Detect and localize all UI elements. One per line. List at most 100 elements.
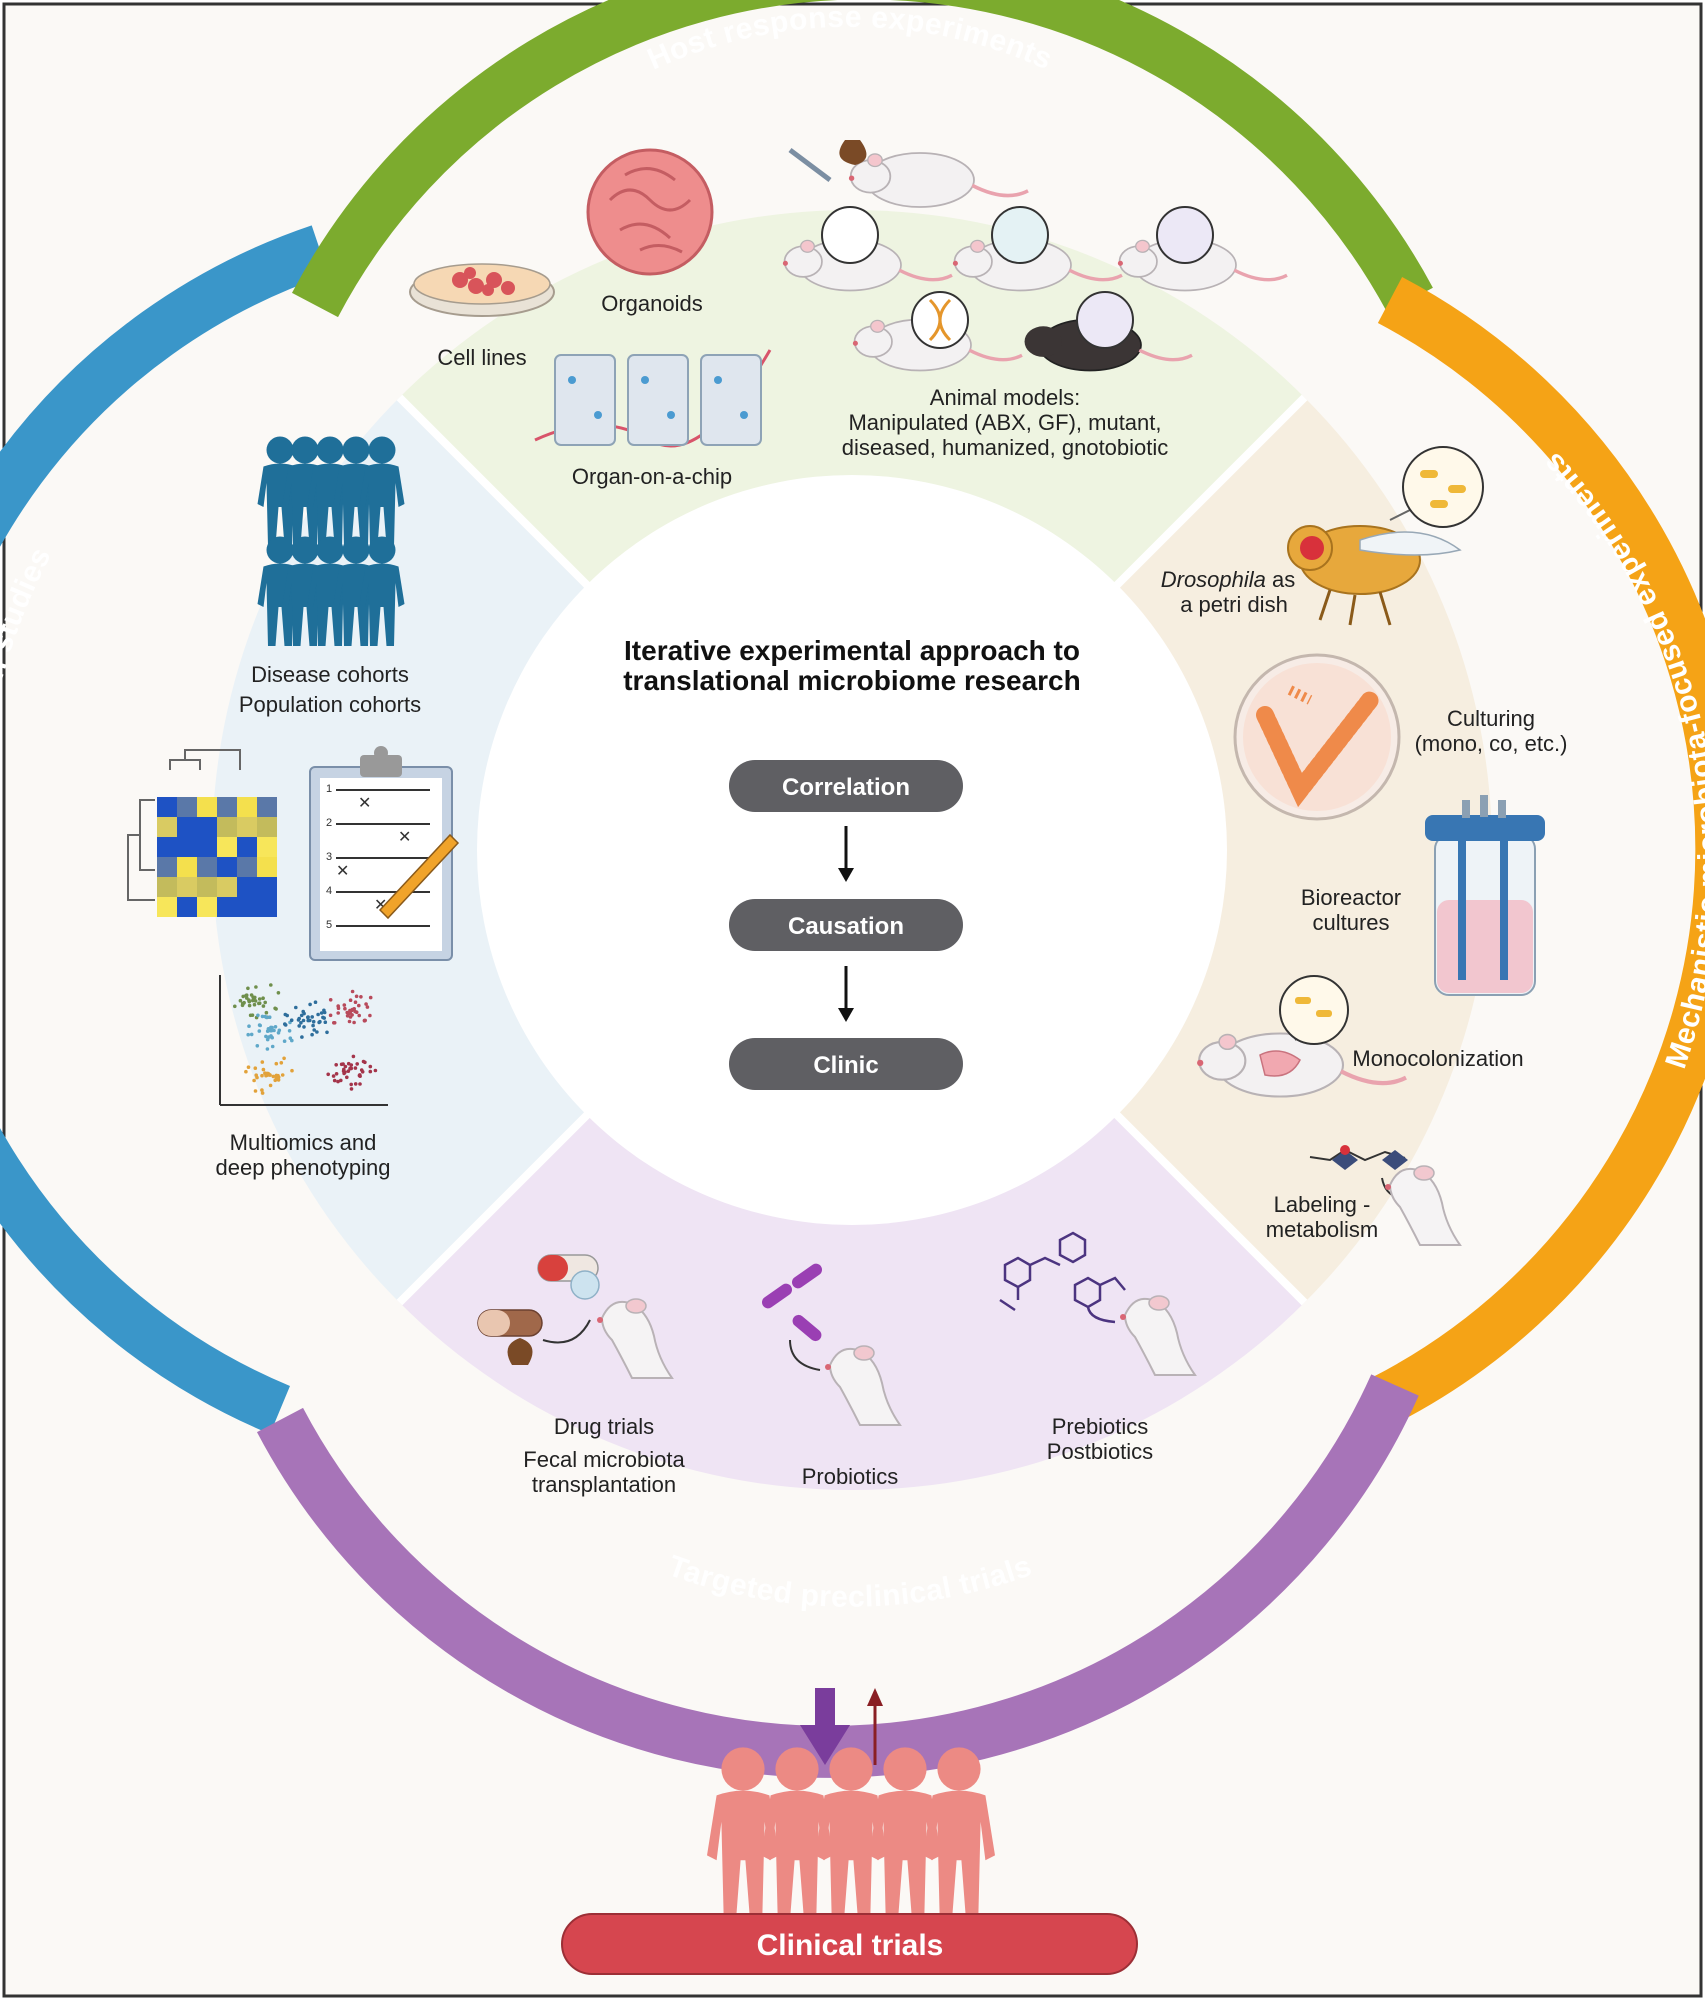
scatter-dot (256, 1013, 260, 1018)
heatmap-cells (157, 797, 277, 917)
organoids-icon (586, 148, 714, 276)
probiotics-icon (761, 1263, 901, 1426)
scatter-dot (257, 1029, 262, 1033)
scatter-dot (294, 1005, 298, 1010)
label-drosophila-as: as (1266, 567, 1295, 592)
translation-arrows (800, 1688, 883, 1765)
scatter-dot (310, 1032, 314, 1037)
scatter-dot (244, 993, 249, 997)
syringe-icon (788, 148, 832, 182)
scatter-dot (332, 1078, 337, 1083)
scatter-dot (276, 1031, 281, 1035)
scatter-dot (312, 1028, 317, 1032)
label-population-cohorts: Population cohorts (239, 692, 421, 717)
check-mark-2: ✕ (398, 829, 411, 846)
scatter-dot (315, 1030, 319, 1034)
scatter-dot (297, 1024, 302, 1028)
animal-models-icons (781, 140, 1289, 373)
scatter-dot (260, 1088, 264, 1092)
heatmap-cell (177, 857, 197, 877)
prebiotics-molecule-icon (999, 1231, 1126, 1324)
label-culturing-2: (mono, co, etc.) (1415, 731, 1568, 756)
scatter-dot (244, 1069, 248, 1074)
scatter-dot (347, 1019, 352, 1024)
scatter-dot (363, 1060, 367, 1065)
heatmap-cell (157, 817, 177, 837)
scatter-dot (253, 999, 258, 1003)
scatter-dot (288, 1036, 293, 1040)
up-arrow-icon (867, 1688, 883, 1706)
scatter-dot (336, 1079, 340, 1084)
scatter-dot (263, 1000, 268, 1005)
scatter-dot (302, 1025, 306, 1029)
scatter-dot (253, 1089, 258, 1093)
scatter-dot (368, 1013, 372, 1018)
center-title-line1: Iterative experimental approach to (624, 635, 1080, 666)
scatter-dot (242, 1000, 246, 1005)
scatter-dot (306, 1015, 310, 1019)
heatmap-cell (177, 897, 197, 917)
scatter-dot (353, 1000, 358, 1004)
scatter-dot (260, 1091, 265, 1095)
label-cell-lines: Cell lines (437, 345, 526, 370)
scatter-dot (339, 1078, 343, 1083)
scatter-dot (334, 1072, 339, 1076)
heatmap-cell (177, 797, 197, 817)
center-title-line2: translational microbiome research (623, 665, 1081, 696)
dna-icon (928, 298, 952, 342)
heatmap-cell (217, 817, 237, 837)
scatter-dot (311, 1023, 315, 1028)
scatter-dot (265, 1071, 269, 1076)
flow-pill-causation (729, 899, 963, 951)
scatter-dot (325, 1030, 329, 1035)
q-num-1: 1 (326, 783, 332, 795)
scatter-dot (255, 1075, 259, 1080)
scatter-dot (311, 1019, 316, 1024)
scatter-dot (246, 1065, 251, 1069)
drosophila-icon (1287, 446, 1484, 626)
stool-icon (839, 140, 867, 165)
scatter-dot (355, 1062, 360, 1066)
scatter-dot (358, 1073, 362, 1077)
heatmap-cell (257, 877, 277, 897)
heatmap-cell (257, 797, 277, 817)
label-fmt-2: transplantation (532, 1472, 676, 1497)
questionnaire-numbers: 1 2 3 4 5 (326, 783, 332, 931)
scatter-dot (336, 1011, 341, 1015)
center-circle (477, 475, 1227, 1225)
heatmap-cell (177, 837, 197, 857)
scatter-dot (274, 1061, 279, 1066)
scatter-dot (253, 995, 257, 1000)
organ-on-chip-icon (534, 349, 772, 448)
flow-arrowhead-2 (838, 1008, 854, 1022)
heatmap-cell (157, 857, 177, 877)
flow-pills: Correlation Causation Clinic (729, 760, 963, 1090)
scatter-dot (342, 1067, 346, 1072)
heatmap-cell (197, 817, 217, 837)
scatter-dot (359, 995, 363, 999)
heatmap-cell (157, 797, 177, 817)
scatter-dot (265, 1047, 270, 1051)
scatter-dot (342, 1003, 347, 1007)
label-fmt-1: Fecal microbiota (523, 1447, 685, 1472)
flow-pill-clinic (729, 1038, 963, 1090)
q-num-2: 2 (326, 817, 332, 829)
flow-label-correlation: Correlation (782, 774, 910, 801)
label-multiomics-1: Multiomics and (230, 1130, 377, 1155)
scatter-dot (246, 1032, 250, 1037)
scatter-dot (362, 1018, 367, 1023)
heatmap-cell (197, 877, 217, 897)
scatter-dot (342, 1071, 346, 1076)
scatter-dot (360, 1070, 365, 1074)
scatter-dot (334, 1063, 339, 1067)
scatter-dot (331, 1074, 336, 1078)
scatter-dot (252, 1002, 257, 1007)
label-labeling-1: Labeling - (1274, 1192, 1371, 1217)
scatter-dot (257, 997, 262, 1001)
heatmap-cell (237, 857, 257, 877)
top-band (291, 0, 1433, 318)
scatter-dot (354, 994, 359, 999)
scatter-dot (279, 1061, 284, 1065)
scatter-dot (318, 1019, 322, 1024)
heatmap-icon (127, 749, 241, 901)
